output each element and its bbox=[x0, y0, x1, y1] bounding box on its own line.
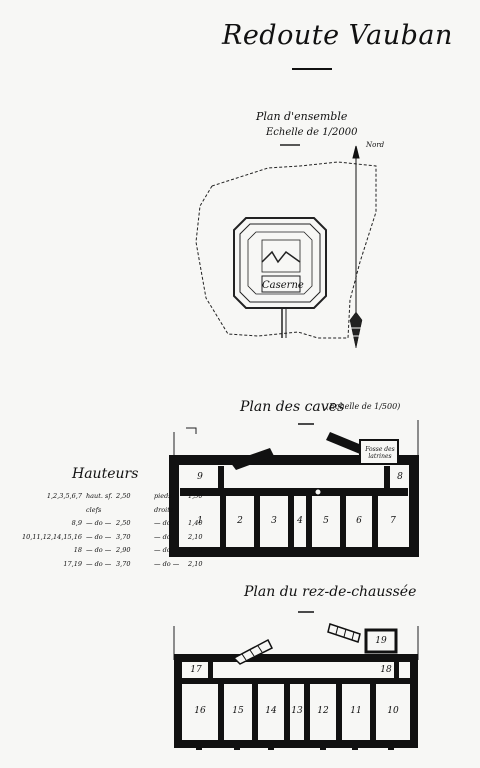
heights-value: 3,70 bbox=[116, 559, 131, 568]
room-number: 7 bbox=[390, 516, 396, 526]
well-mark bbox=[314, 488, 322, 496]
heights-label: — do — bbox=[86, 559, 112, 568]
room-number: 16 bbox=[194, 706, 206, 716]
caves-scale: (Echelle de 1/500) bbox=[326, 402, 401, 411]
heights-row: 1,2,3,5,6,7 haut. sf. clefs 2,50 pieds d… bbox=[22, 490, 206, 517]
heights-value2: 1,50 bbox=[188, 492, 203, 500]
rdc-rooms bbox=[184, 686, 408, 738]
room-number: 4 bbox=[297, 516, 303, 526]
heights-title: Hauteurs bbox=[72, 466, 139, 482]
heights-rooms: 10,11,12,14,15,16 bbox=[22, 532, 82, 541]
heights-label2: — do — bbox=[154, 532, 180, 541]
room-number: 6 bbox=[356, 516, 362, 526]
room-number: 13 bbox=[291, 706, 303, 716]
heights-row: 17,19 — do — 3,70 — do — 2,10 bbox=[22, 558, 206, 572]
heights-label2: — do — bbox=[154, 519, 180, 527]
heights-row: 18 — do — 2,90 — do — 1,55 bbox=[22, 544, 206, 558]
room-number: 3 bbox=[271, 516, 277, 526]
caserne-block bbox=[261, 275, 301, 293]
cellar-rooms bbox=[182, 468, 408, 546]
room-number: 10 bbox=[387, 706, 399, 716]
room-number: 9 bbox=[197, 472, 203, 482]
heights-value: 2,50 bbox=[116, 519, 131, 527]
heights-label: haut. sf. clefs bbox=[86, 492, 113, 514]
room-number: 19 bbox=[375, 636, 387, 646]
heights-label2: — do — bbox=[154, 559, 180, 568]
room-number: 18 bbox=[380, 665, 392, 675]
north-arrow bbox=[349, 145, 363, 349]
inner-court bbox=[261, 239, 301, 273]
latrine-pit bbox=[359, 439, 399, 465]
heights-table: 1,2,3,5,6,7 haut. sf. clefs 2,50 pieds d… bbox=[22, 490, 206, 571]
cellar-partitions bbox=[218, 466, 390, 548]
rdc-stair-left bbox=[232, 638, 274, 665]
heights-value2: 2,10 bbox=[188, 559, 203, 568]
rdc-stair-right bbox=[327, 623, 361, 643]
heights-label: — do — bbox=[86, 546, 112, 554]
cellar-vents bbox=[196, 548, 394, 554]
room-number: 2 bbox=[237, 516, 243, 526]
site-plan bbox=[195, 144, 377, 339]
caves-title: Plan des caves bbox=[240, 399, 345, 415]
ground-floor-plan bbox=[173, 623, 419, 750]
room-19-block bbox=[364, 628, 398, 654]
room-number: 5 bbox=[323, 516, 329, 526]
ensemble-scale: Echelle de 1/2000 bbox=[266, 127, 358, 138]
sheet-title: Redoute Vauban bbox=[222, 20, 453, 51]
room-number: 8 bbox=[397, 472, 403, 482]
heights-rooms: 18 bbox=[73, 546, 82, 554]
heights-value: 2,50 bbox=[116, 492, 131, 500]
heights-label2: — do — bbox=[154, 546, 180, 554]
heights-label: — do — bbox=[86, 519, 112, 527]
ensemble-title: Plan d'ensemble bbox=[256, 110, 348, 123]
room-number: 11 bbox=[350, 706, 362, 716]
room-number: 17 bbox=[190, 665, 202, 675]
barracks-roofline bbox=[261, 250, 301, 264]
cellar-ramp-right bbox=[326, 432, 364, 454]
north-arrow-tip bbox=[352, 145, 360, 159]
terrain-boundary bbox=[195, 161, 377, 339]
outer-rampart bbox=[233, 217, 327, 309]
rdc-title: Plan du rez-de-chaussée bbox=[244, 584, 417, 600]
room-number: 1 bbox=[197, 516, 203, 526]
moat-line bbox=[247, 231, 313, 295]
heights-value2: 1,40 bbox=[188, 519, 203, 527]
inner-rampart bbox=[239, 223, 321, 303]
caserne-label: Caserne bbox=[262, 280, 304, 291]
heights-label2: pieds droits bbox=[154, 492, 174, 514]
heights-label: — do — bbox=[86, 532, 112, 541]
room-number: 14 bbox=[265, 706, 277, 716]
heights-rooms: 8,9 bbox=[71, 519, 82, 527]
rdc-outer-wall bbox=[174, 654, 418, 748]
cellar-outer-wall bbox=[169, 455, 419, 557]
heights-value2: 1,55 bbox=[188, 546, 203, 554]
heights-rooms: 17,19 bbox=[63, 559, 82, 568]
room-number: 15 bbox=[232, 706, 244, 716]
cellar-ramp-left bbox=[230, 448, 274, 470]
rdc-vents bbox=[196, 744, 394, 750]
heights-rooms: 1,2,3,5,6,7 bbox=[46, 492, 82, 500]
rdc-partitions bbox=[208, 662, 399, 740]
heights-value: 2,90 bbox=[116, 546, 131, 554]
cellar-corridor-wall bbox=[180, 488, 408, 496]
latrine-label: Fosse des latrines bbox=[365, 446, 395, 460]
heights-value2: 2,10 bbox=[188, 532, 203, 541]
cellar-plan bbox=[169, 420, 419, 557]
room-number: 12 bbox=[317, 706, 329, 716]
north-arrow-fletching bbox=[349, 311, 363, 349]
heights-row: 10,11,12,14,15,16 — do — 3,70 — do — 2,1… bbox=[22, 531, 206, 545]
north-label: Nord bbox=[366, 141, 385, 149]
heights-row: 8,9 — do — 2,50 — do — 1,40 bbox=[22, 517, 206, 531]
rdc-corridor-wall bbox=[182, 678, 410, 684]
heights-value: 3,70 bbox=[116, 532, 131, 541]
